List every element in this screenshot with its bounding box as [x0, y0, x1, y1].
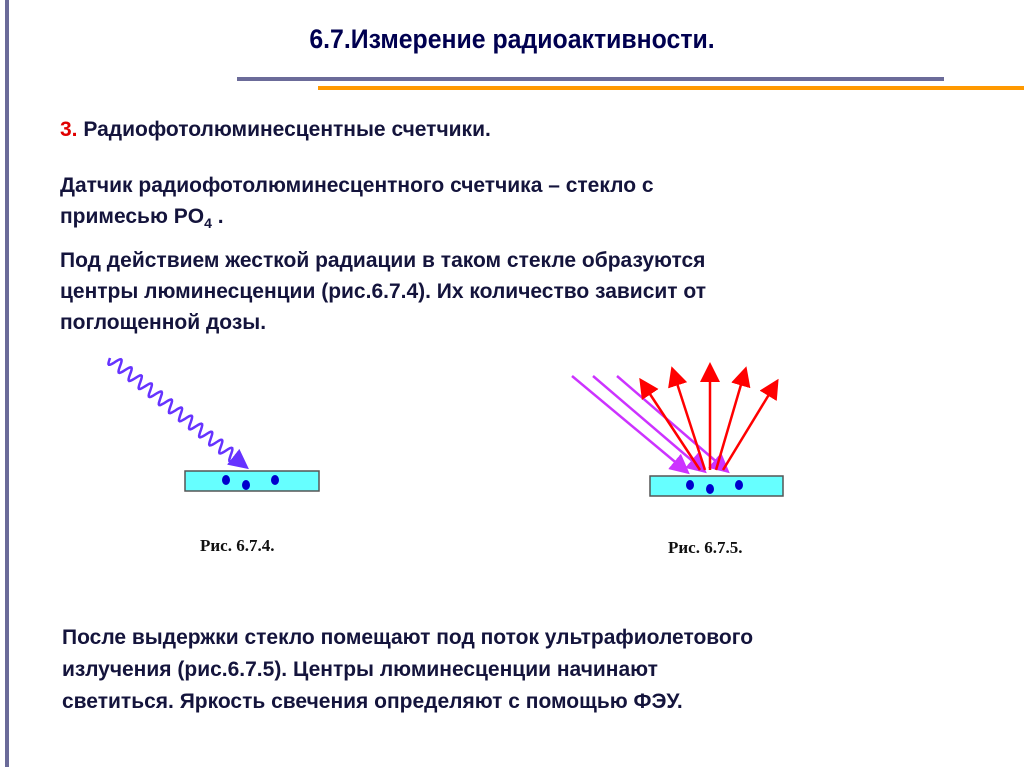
left-border-bar — [5, 0, 9, 767]
uv-ray-arrow — [616, 375, 730, 474]
text-line: излучения (рис.6.7.5). Центры люминесцен… — [62, 658, 658, 681]
title-underline-orange — [318, 86, 1024, 90]
paragraph-uv: После выдержки стекло помещают под поток… — [62, 622, 753, 718]
luminescence-center — [706, 484, 714, 494]
paragraph-radiation: Под действием жесткой радиации в таком с… — [60, 245, 706, 338]
luminescence-center — [271, 475, 279, 485]
text-line: поглощенной дозы. — [60, 311, 267, 334]
text-line: примесью PO — [60, 205, 205, 228]
subscript: 4 — [204, 215, 212, 232]
luminescence-center — [242, 480, 250, 490]
section-heading-text: Радиофотолюминесцентные счетчики. — [77, 118, 491, 141]
figure-6-7-5 — [571, 362, 784, 497]
section-heading: 3. Радиофотолюминесцентные счетчики. — [60, 114, 491, 145]
slide-title: 6.7.Измерение радиоактивности. — [309, 24, 715, 54]
uv-ray-arrow — [571, 375, 690, 475]
figure-caption-6-7-4: Рис. 6.7.4. — [200, 536, 275, 555]
text-line: После выдержки стекло помещают под поток… — [62, 626, 754, 649]
paragraph-sensor: Датчик радиофотолюминесцентного счетчика… — [60, 170, 654, 239]
glass-plate — [184, 470, 320, 492]
glass-plate — [649, 475, 784, 497]
text-line: центры люминесценции (рис.6.7.4). Их кол… — [60, 280, 707, 303]
figure-6-7-4 — [107, 357, 320, 492]
radiation-wave-arrow — [107, 357, 249, 470]
luminescence-center — [735, 480, 743, 490]
luminescence-center — [222, 475, 230, 485]
light-ray-arrow — [714, 366, 751, 471]
figure-caption-6-7-5: Рис. 6.7.5. — [668, 538, 743, 557]
text-line: светиться. Яркость свечения определяют с… — [62, 690, 683, 713]
light-ray-arrow — [721, 378, 779, 471]
luminescence-center — [686, 480, 694, 490]
text-line: Датчик радиофотолюминесцентного счетчика… — [60, 174, 654, 197]
uv-ray-arrow — [592, 375, 707, 474]
text-line: Под действием жесткой радиации в таком с… — [60, 249, 706, 272]
light-ray-arrow — [639, 377, 702, 471]
text-line: . — [211, 205, 224, 228]
title-underline-blue — [237, 77, 944, 81]
section-number: 3. — [60, 118, 78, 141]
light-ray-arrow — [668, 366, 707, 471]
